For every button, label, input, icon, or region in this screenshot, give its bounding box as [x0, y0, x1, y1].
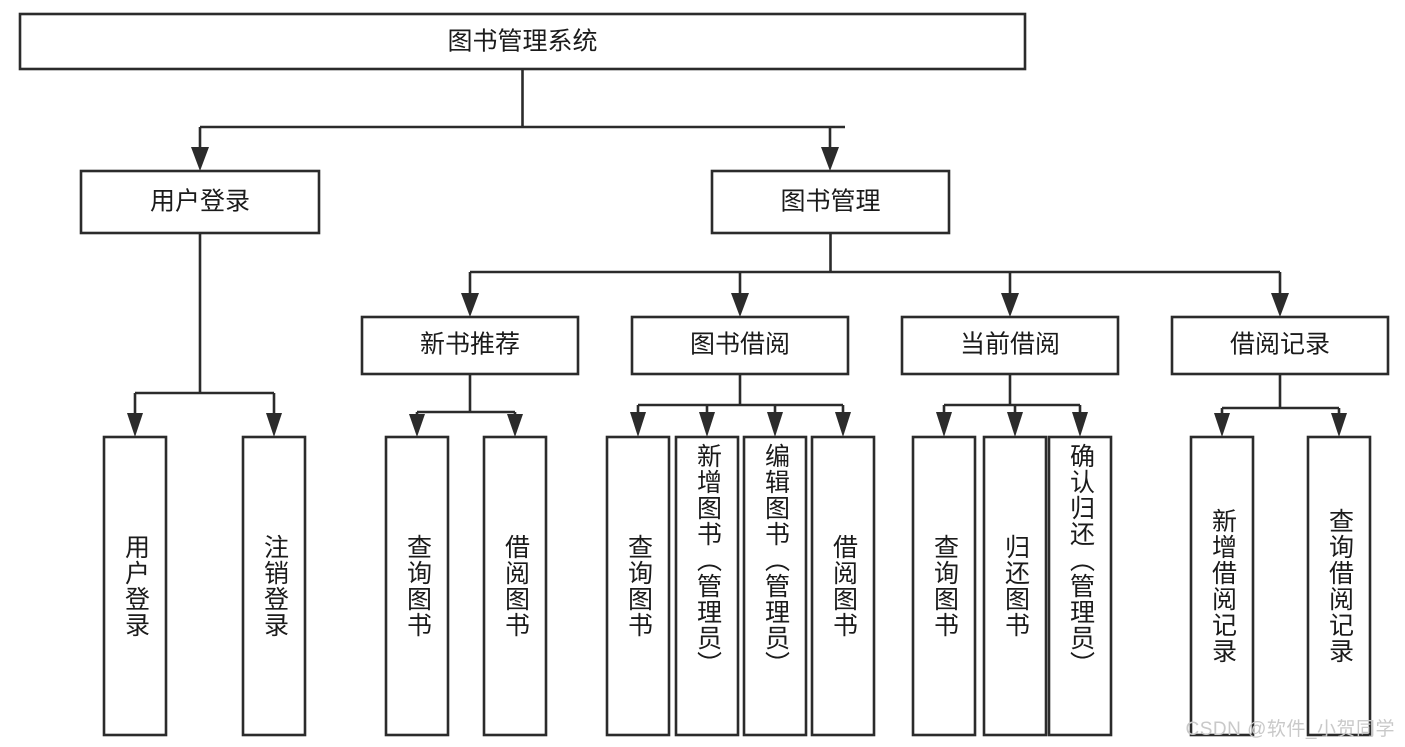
arrowhead-leaf-logout	[266, 413, 282, 437]
node-book-borrow-rect	[630, 315, 850, 376]
leaf-rect-logout[interactable]	[241, 435, 307, 737]
leaf-rect-query-book-3[interactable]	[911, 435, 977, 737]
leaf-rect-query-book-2[interactable]	[605, 435, 671, 737]
arrowhead-current-borrow	[1001, 293, 1019, 317]
leaf-rect-group	[102, 435, 1372, 737]
leaf-rect-add-book[interactable]	[674, 435, 740, 737]
arrowhead-leaf-query-record	[1331, 413, 1347, 437]
connector-group-book-mgmt	[461, 233, 1289, 317]
arrowhead-leaf-add-record	[1214, 413, 1230, 437]
leaf-rect-query-record[interactable]	[1306, 435, 1372, 737]
arrowhead-user-login	[191, 147, 209, 171]
node-root[interactable]: 图书管理系统	[18, 12, 1027, 71]
arrowhead-leaf-add-book	[699, 412, 715, 437]
connector-group-root	[191, 69, 845, 171]
leaf-rect-edit-book[interactable]	[742, 435, 808, 737]
arrowhead-leaf-query-book-1	[409, 414, 425, 437]
node-new-book-recommend-rect	[360, 315, 580, 376]
node-borrow-record-label: 借阅记录	[1230, 331, 1330, 359]
connector-group-new-book	[409, 374, 523, 437]
node-user-login-label: 用户登录	[150, 188, 250, 216]
node-current-borrow-label: 当前借阅	[960, 331, 1060, 359]
arrowhead-leaf-return-book	[1007, 412, 1023, 437]
connector-group-book-borrow	[630, 374, 851, 437]
arrowhead-book-borrow	[731, 293, 749, 317]
node-book-borrow[interactable]: 图书借阅	[630, 315, 850, 376]
node-book-management-rect	[710, 169, 951, 235]
arrowhead-book-mgmt	[821, 147, 839, 171]
node-borrow-record[interactable]: 借阅记录	[1170, 315, 1390, 376]
connector-group-current-borrow	[936, 374, 1088, 437]
leaf-rect-borrow-book-2[interactable]	[810, 435, 876, 737]
arrowhead-borrow-record	[1271, 293, 1289, 317]
node-book-management-label: 图书管理	[780, 188, 880, 216]
arrowhead-new-book	[461, 293, 479, 317]
leaf-rect-confirm-return[interactable]	[1047, 435, 1113, 737]
arrowhead-leaf-edit-book	[767, 412, 783, 437]
arrowhead-leaf-borrow-book-1	[507, 414, 523, 437]
arrowhead-leaf-borrow-book-2	[835, 412, 851, 437]
arrowhead-leaf-query-book-3	[936, 412, 952, 437]
leaf-rect-add-record[interactable]	[1189, 435, 1255, 737]
node-borrow-record-rect	[1170, 315, 1390, 376]
arrowhead-leaf-user-login	[127, 413, 143, 437]
node-root-label: 图书管理系统	[447, 28, 597, 56]
node-new-book-recommend-label: 新书推荐	[420, 331, 520, 359]
connector-group-borrow-record	[1214, 374, 1347, 437]
node-book-borrow-label: 图书借阅	[690, 331, 790, 359]
leaf-rect-borrow-book-1[interactable]	[482, 435, 548, 737]
arrowhead-leaf-confirm-return	[1072, 412, 1088, 437]
node-new-book-recommend[interactable]: 新书推荐	[360, 315, 580, 376]
leaf-rect-return-book[interactable]	[982, 435, 1048, 737]
node-book-management[interactable]: 图书管理	[710, 169, 951, 235]
node-current-borrow-rect	[900, 315, 1120, 376]
node-root-rect	[18, 12, 1027, 71]
leaf-rect-query-book-1[interactable]	[384, 435, 450, 737]
node-current-borrow[interactable]: 当前借阅	[900, 315, 1120, 376]
csdn-watermark: CSDN @软件_小贺同学	[1185, 719, 1395, 740]
connector-group-user-login	[127, 233, 282, 437]
arrowhead-leaf-query-book-2	[630, 412, 646, 437]
node-user-login-rect	[79, 169, 321, 235]
node-user-login[interactable]: 用户登录	[79, 169, 321, 235]
leaf-rect-user-login[interactable]	[102, 435, 168, 737]
